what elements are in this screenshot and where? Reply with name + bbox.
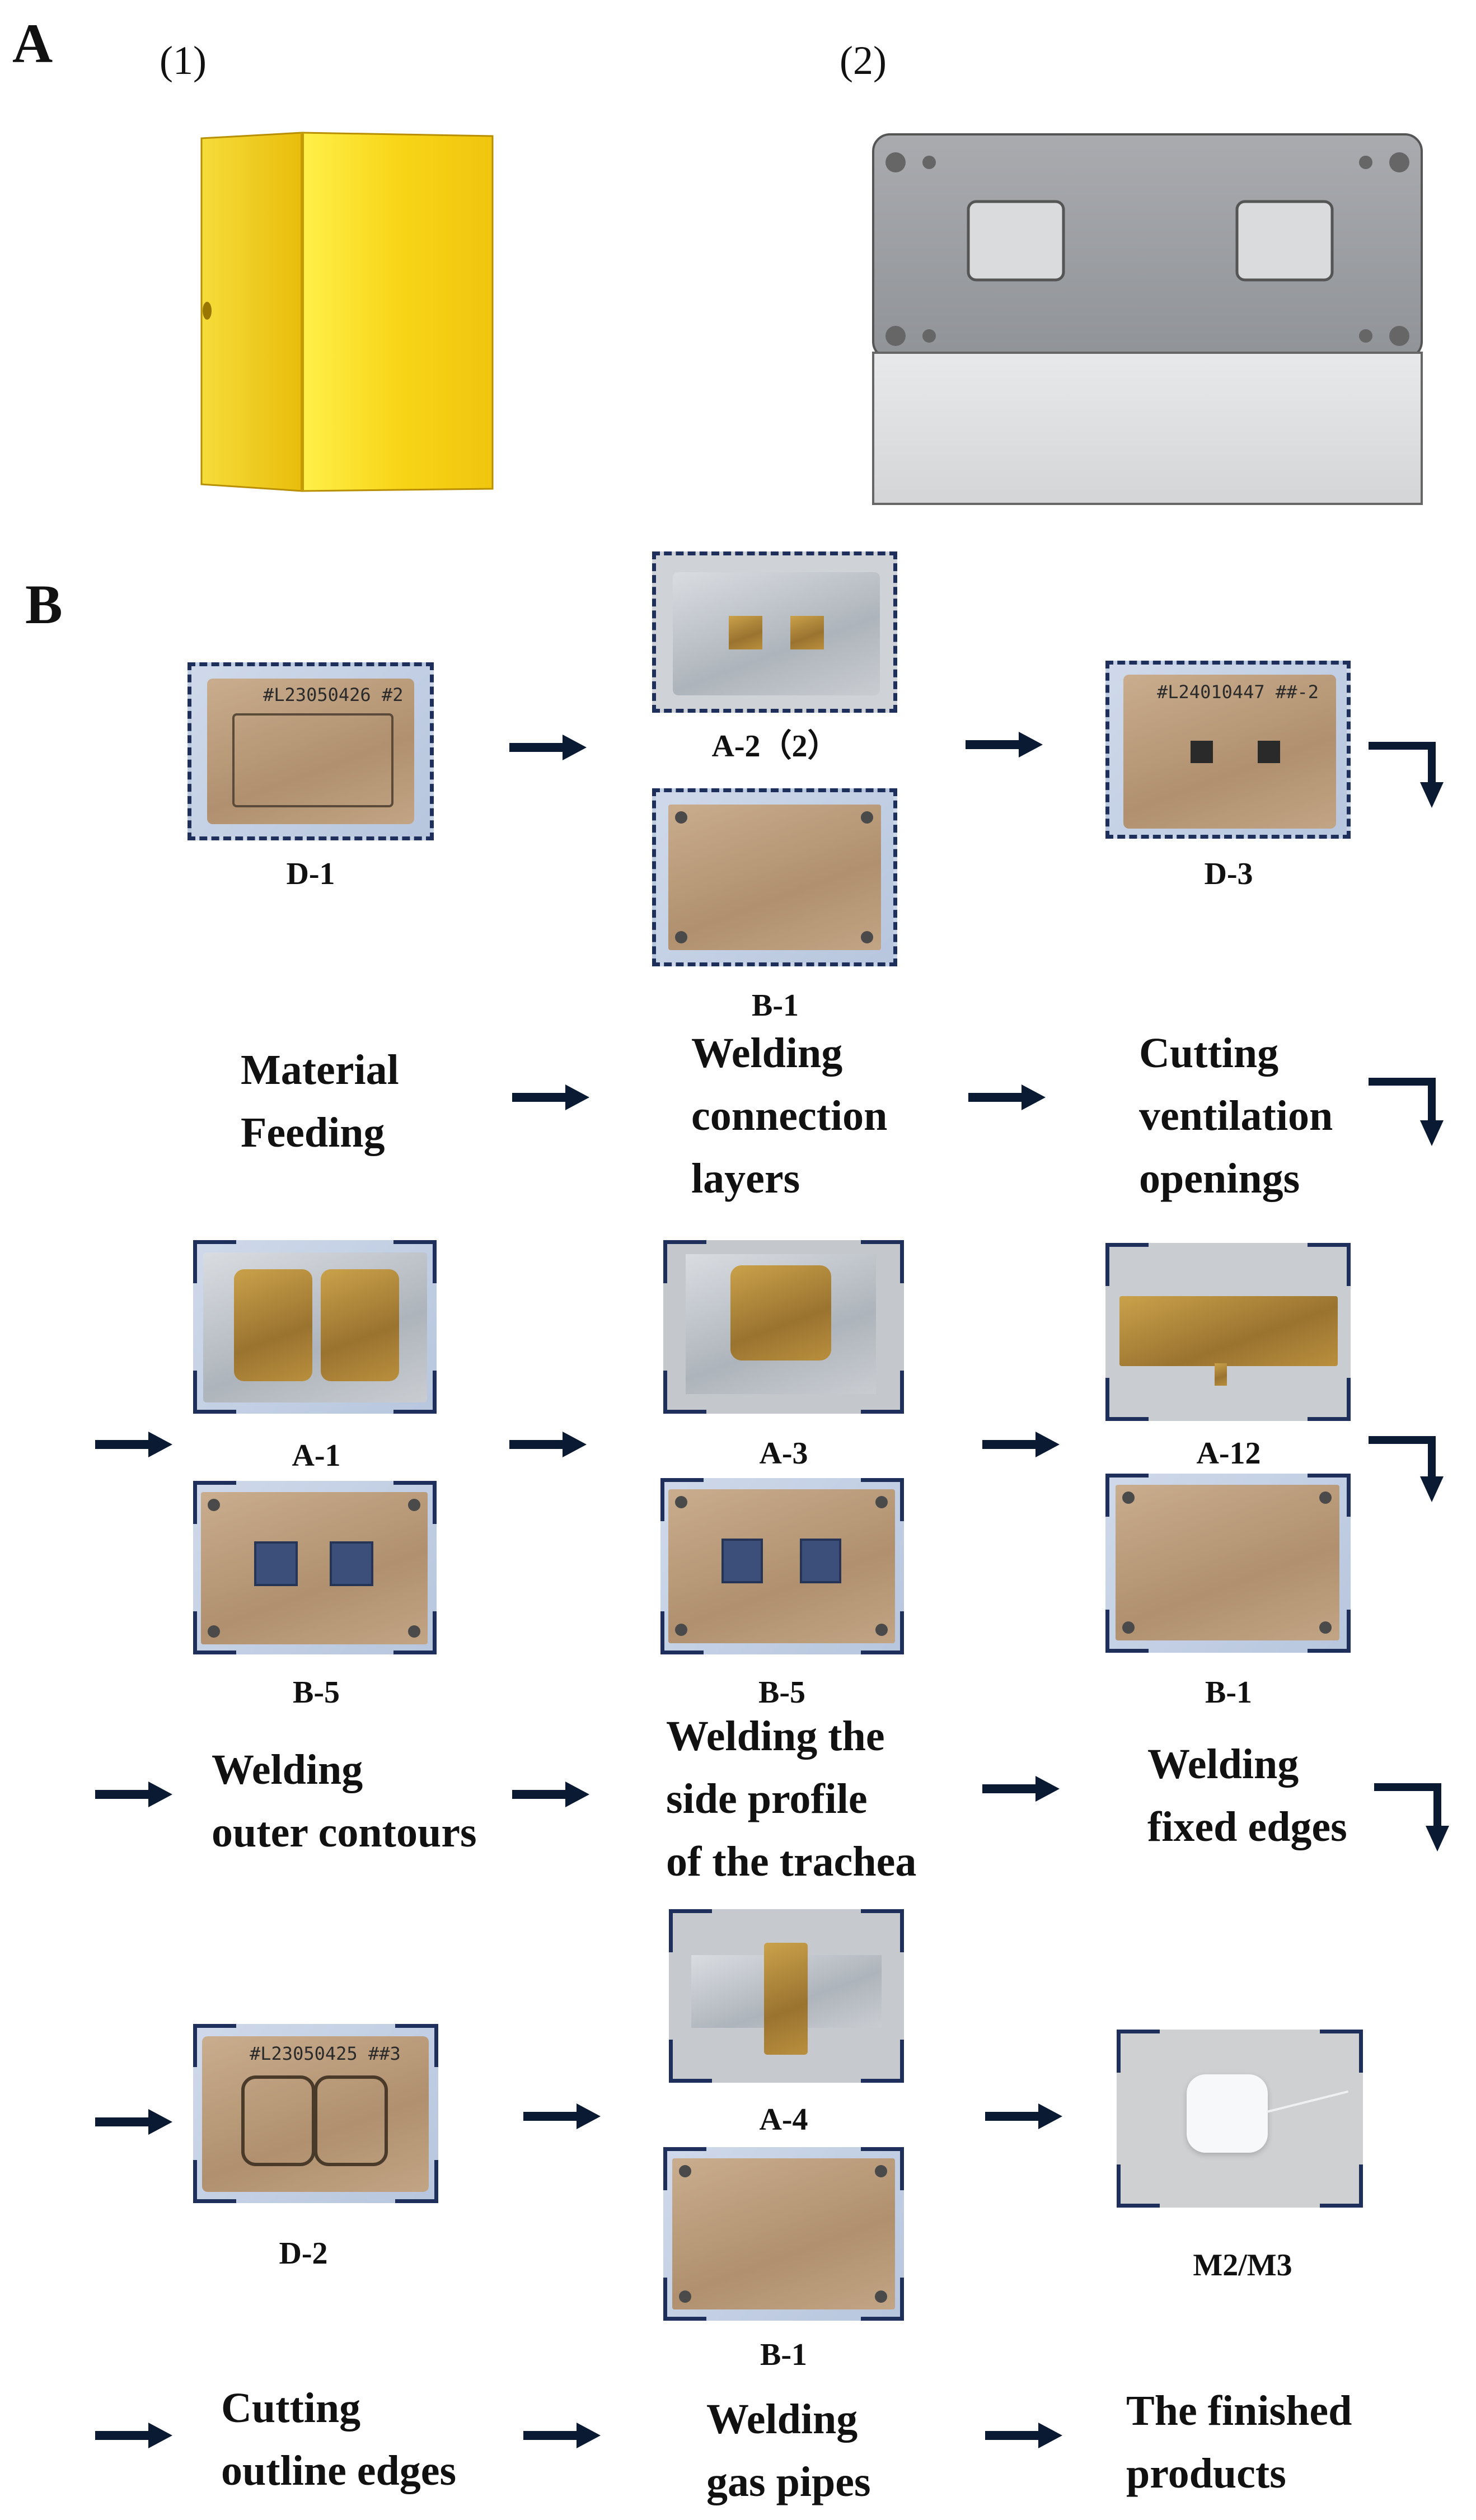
photo-b1-row1 — [652, 788, 897, 966]
panel-a-sub1-label: (1) — [160, 38, 207, 83]
panel-b-letter: B — [25, 573, 63, 635]
photo-b1-row2 — [1105, 1474, 1351, 1653]
label-a1: A-1 — [292, 1438, 341, 1473]
right-arrow-icon — [523, 2423, 601, 2448]
photo-a1 — [193, 1240, 437, 1414]
right-arrow-icon — [523, 2103, 601, 2129]
right-arrow-icon — [95, 2109, 172, 2135]
photo-b1-row3 — [663, 2147, 904, 2321]
photo-m2-m3 — [1117, 2030, 1363, 2208]
right-arrow-icon — [985, 2103, 1062, 2129]
right-arrow-icon — [95, 1782, 172, 1807]
right-arrow-icon — [985, 2423, 1062, 2448]
right-arrow-icon — [968, 1084, 1046, 1110]
turn-down-arrow-icon — [1369, 742, 1444, 808]
photo-d1: #L23050426 #2 — [188, 662, 434, 840]
right-arrow-icon — [509, 1432, 587, 1457]
label-a2-2: A-2（2） — [711, 729, 839, 764]
photo-d2: #L23050425 ##3 — [193, 2024, 438, 2203]
right-arrow-icon — [509, 735, 587, 760]
d2-stamp: #L23050425 ##3 — [250, 2043, 401, 2064]
right-arrow-icon — [95, 1432, 172, 1457]
label-d3: D-3 — [1204, 857, 1253, 891]
photo-a12 — [1105, 1243, 1351, 1421]
turn-down-arrow-icon — [1369, 1078, 1444, 1146]
label-d2: D-2 — [279, 2236, 328, 2271]
turn-down-arrow-icon — [1374, 1783, 1449, 1852]
label-b5-b: B-5 — [758, 1675, 805, 1710]
right-arrow-icon — [966, 732, 1043, 758]
photo-b5-a — [193, 1481, 437, 1654]
right-arrow-icon — [982, 1432, 1060, 1457]
label-d1: D-1 — [286, 857, 335, 891]
label-a4: A-4 — [759, 2102, 808, 2137]
label-b1-row1: B-1 — [752, 988, 799, 1023]
right-arrow-icon — [512, 1084, 589, 1110]
photo-d3: #L24010447 ##-2 — [1105, 661, 1351, 839]
photo-a4 — [669, 1909, 904, 2083]
label-b1-row2: B-1 — [1205, 1675, 1252, 1710]
gray-box-render — [868, 129, 1427, 509]
panel-a-sub2-label: (2) — [840, 38, 887, 83]
d1-stamp: #L23050426 #2 — [263, 684, 404, 705]
gold-block-render — [190, 126, 504, 495]
panel-a-letter: A — [12, 12, 53, 74]
photo-a2-2 — [652, 551, 897, 713]
label-a3: A-3 — [759, 1436, 808, 1471]
d3-stamp: #L24010447 ##-2 — [1157, 681, 1319, 703]
label-b5-a: B-5 — [293, 1675, 340, 1710]
photo-b5-b — [660, 1478, 904, 1654]
label-m2-m3: M2/M3 — [1193, 2248, 1292, 2283]
label-b1-row3: B-1 — [760, 2337, 807, 2372]
turn-down-arrow-icon — [1369, 1436, 1444, 1502]
right-arrow-icon — [512, 1782, 589, 1807]
photo-a3 — [663, 1240, 904, 1414]
right-arrow-icon — [95, 2423, 172, 2448]
label-a12: A-12 — [1196, 1436, 1261, 1471]
right-arrow-icon — [982, 1776, 1060, 1802]
